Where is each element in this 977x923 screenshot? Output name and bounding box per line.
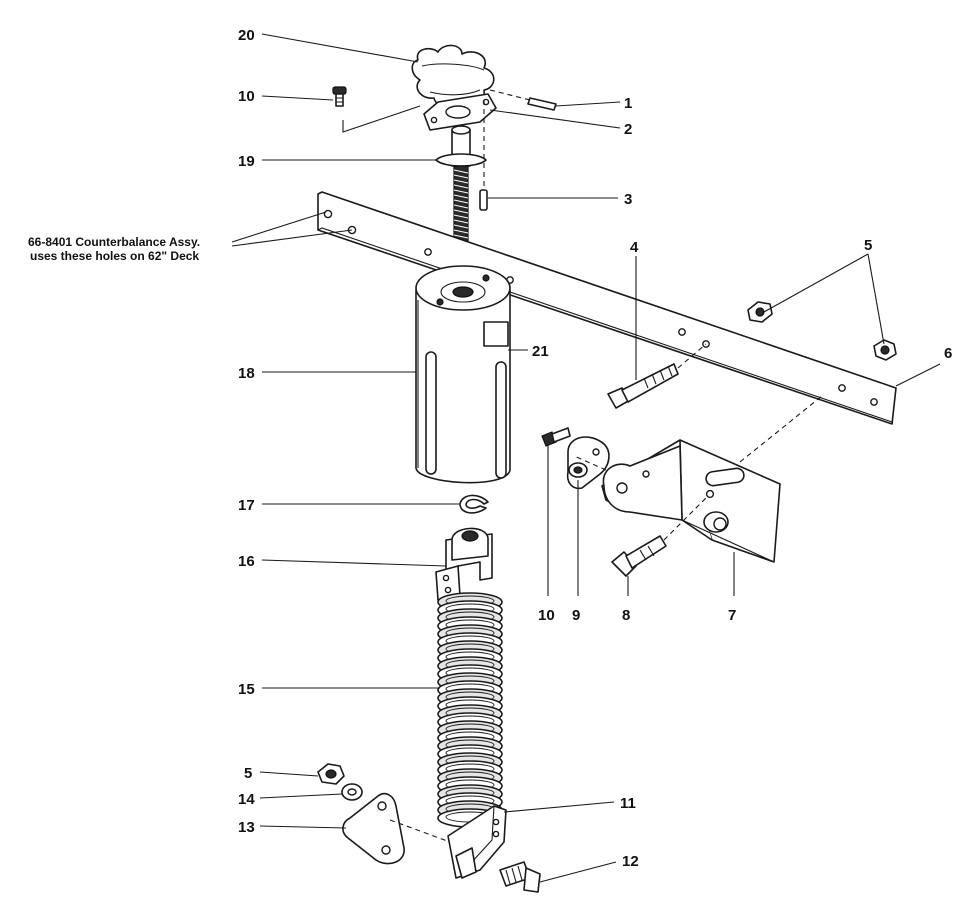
part-15-coil-spring — [437, 592, 503, 828]
part-18-tube — [415, 265, 511, 484]
callout-2: 2 — [624, 121, 632, 138]
part-4-bolt — [607, 343, 707, 409]
deck-note-line1: 66-8401 Counterbalance Assy. — [28, 235, 200, 249]
part-12-bolt-lower — [499, 861, 541, 893]
leader-lines — [231, 33, 941, 883]
callout-10-top: 10 — [238, 88, 255, 105]
part-20-star-knob — [411, 44, 495, 108]
callout-6: 6 — [944, 345, 952, 362]
part-5-nut-upper — [747, 301, 897, 361]
part-7-angle-bracket — [573, 395, 823, 563]
callout-10-middle: 10 — [538, 607, 555, 624]
part-1-roll-pin — [489, 89, 557, 111]
callout-18: 18 — [238, 365, 255, 382]
callout-9: 9 — [572, 607, 580, 624]
deck-note-line2: uses these holes on 62" Deck — [30, 249, 199, 263]
callout-3: 3 — [624, 191, 632, 208]
part-14-washer — [341, 783, 363, 801]
callout-5-upper: 5 — [864, 237, 872, 254]
part-10-bolt-middle — [541, 427, 571, 447]
callout-15: 15 — [238, 681, 255, 698]
callout-19: 19 — [238, 153, 255, 170]
callout-1: 1 — [624, 95, 632, 112]
part-11-lower-bracket — [447, 805, 507, 879]
callout-16: 16 — [238, 553, 255, 570]
callout-14: 14 — [238, 791, 255, 808]
part-16-anchor-bracket — [435, 527, 493, 601]
part-6-deck-bar — [317, 191, 897, 425]
part-8-bolt — [611, 495, 709, 577]
callout-4: 4 — [630, 239, 639, 256]
callout-5-lower: 5 — [244, 765, 252, 782]
part-17-retaining-ring — [459, 494, 489, 514]
part-5-nut-lower — [317, 763, 345, 785]
callout-17: 17 — [238, 497, 255, 514]
part-10-bolt-top — [332, 86, 421, 133]
callout-21: 21 — [532, 343, 549, 360]
part-2-plate — [423, 93, 497, 131]
callout-20: 20 — [238, 27, 255, 44]
part-13-triangle-plate — [342, 792, 451, 865]
callout-7: 7 — [728, 607, 736, 624]
callout-labels: 20 10 1 2 19 3 66-8401 Counterbalance As… — [28, 27, 952, 870]
callout-8: 8 — [622, 607, 630, 624]
callout-11: 11 — [620, 795, 636, 812]
part-3-spring-pin — [479, 100, 488, 211]
callout-12: 12 — [622, 853, 639, 870]
callout-13: 13 — [238, 819, 255, 836]
